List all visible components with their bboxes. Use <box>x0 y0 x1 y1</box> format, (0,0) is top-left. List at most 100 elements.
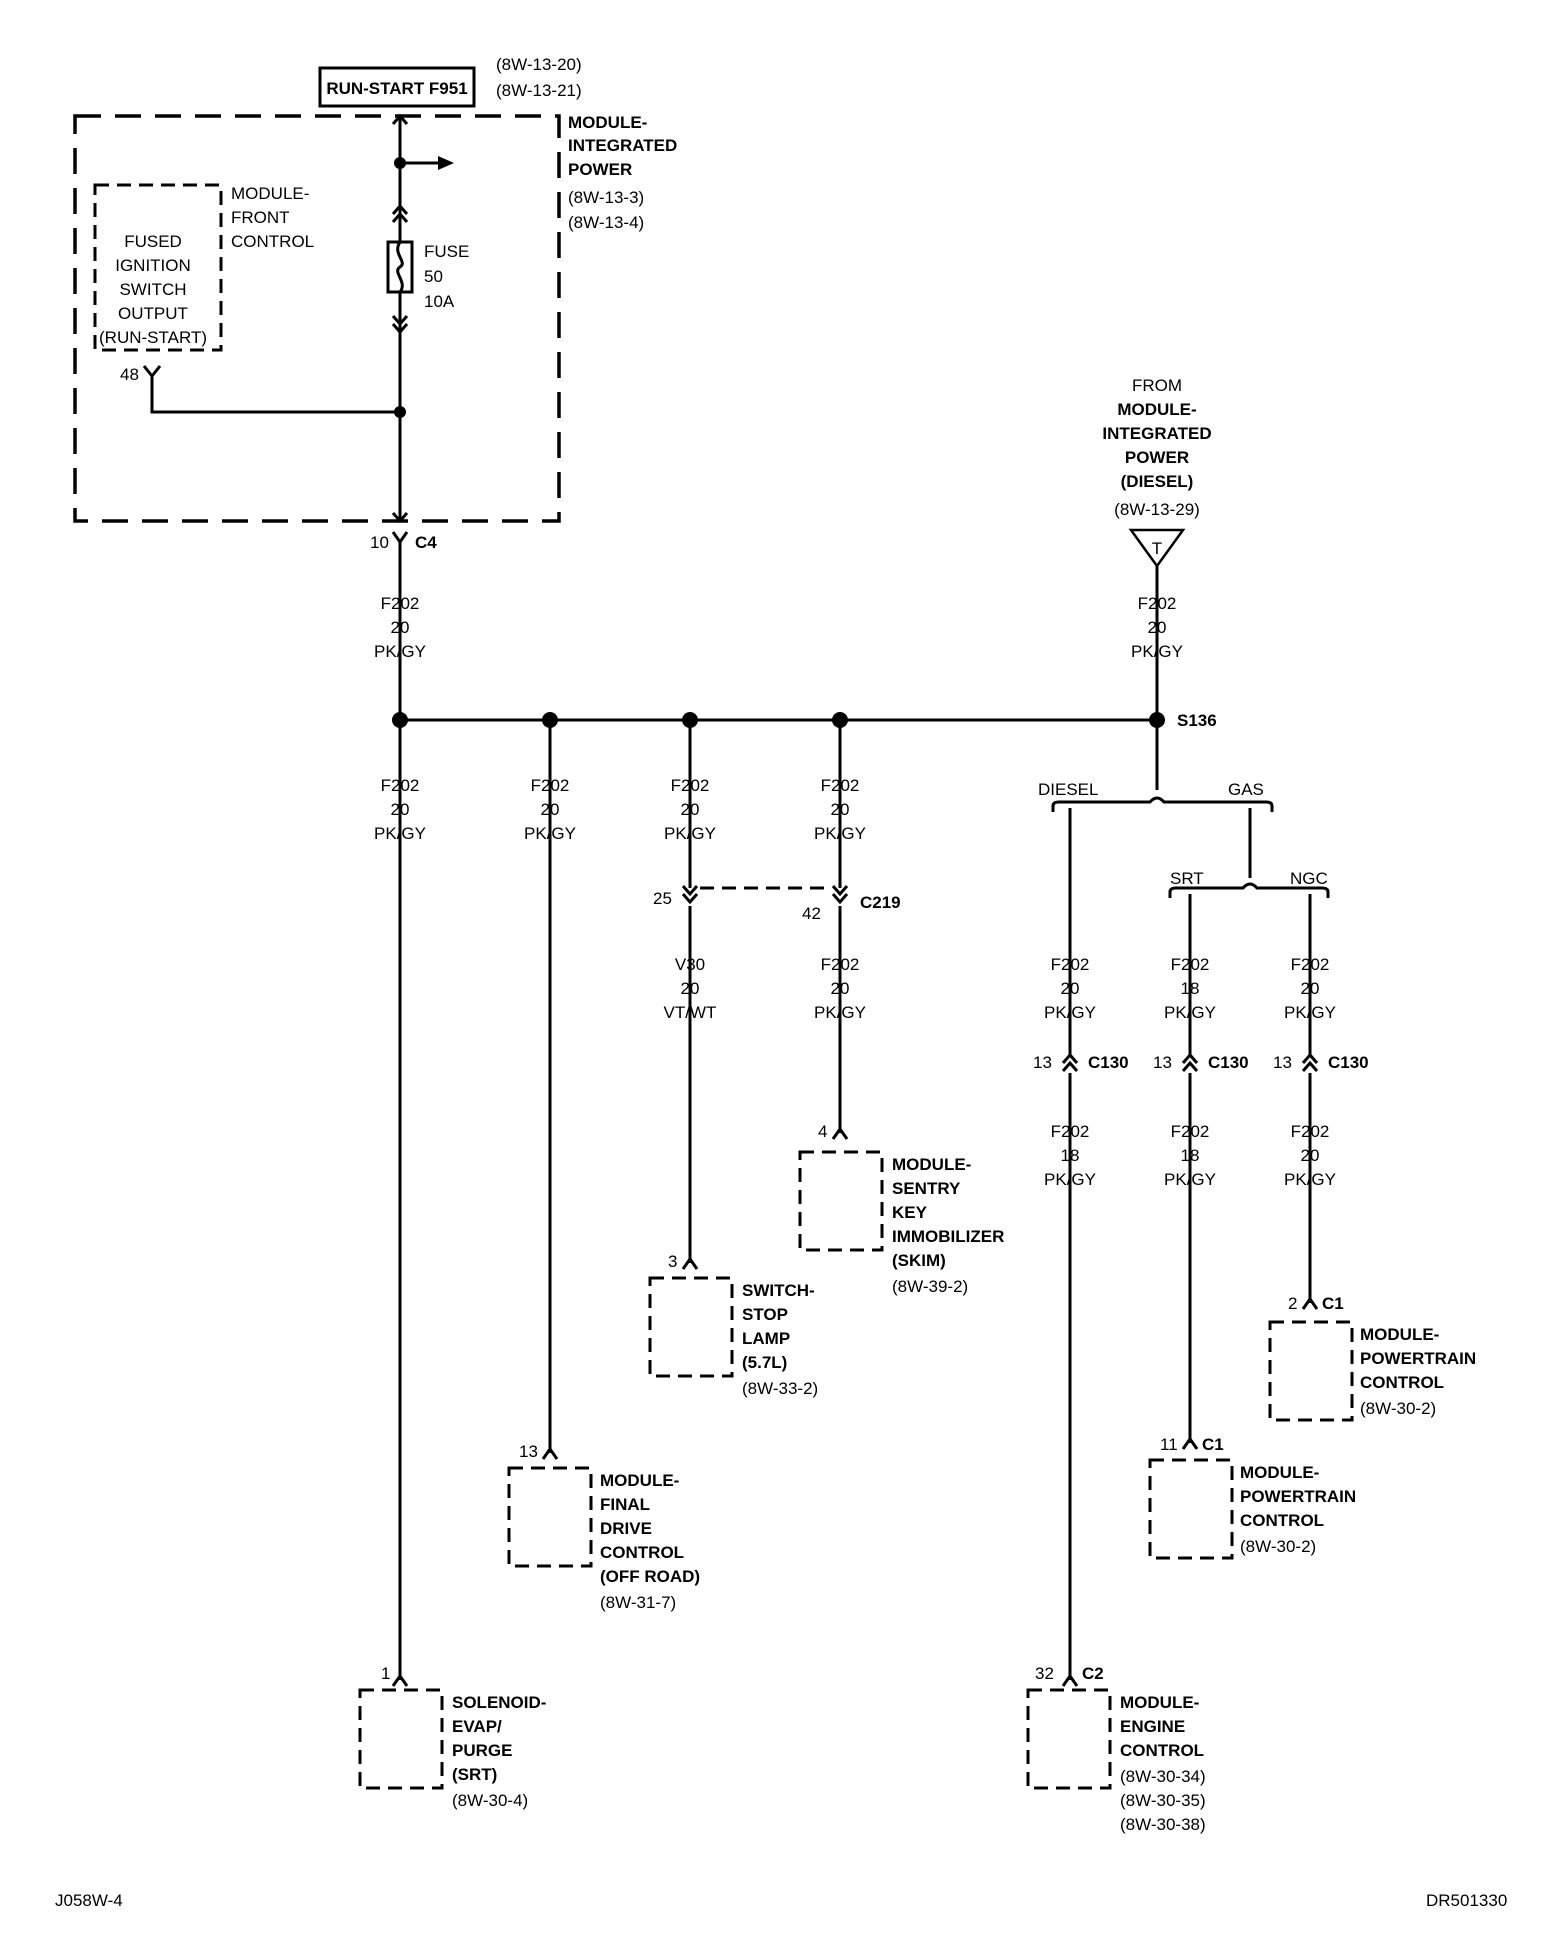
col2-name-4: CONTROL <box>600 1543 684 1562</box>
col5-wire-top-2: 20 <box>1061 979 1080 998</box>
col3-ref: (8W-33-2) <box>742 1379 818 1398</box>
col6-pin-conn: C1 <box>1202 1435 1224 1454</box>
col5-component-box <box>1026 1688 1112 1790</box>
col7-conn-pin: 13 <box>1273 1053 1292 1072</box>
module-integrated-power-box <box>73 114 561 523</box>
col4-name-1: MODULE- <box>892 1155 971 1174</box>
col3-name-1: SWITCH- <box>742 1281 815 1300</box>
col4-pin-icon <box>831 1126 849 1140</box>
col2-name-3: DRIVE <box>600 1519 652 1538</box>
col6-connector-icon <box>1181 1052 1199 1072</box>
col3-component-box <box>648 1276 734 1378</box>
col3-wire-top-1: F202 <box>671 776 710 795</box>
col1-wire-1: F202 <box>381 776 420 795</box>
col7-pin-conn: C1 <box>1322 1294 1344 1313</box>
col7-name-1: MODULE- <box>1360 1325 1439 1344</box>
col7-wire-top-3: PK/GY <box>1284 1003 1336 1022</box>
col3-name-2: STOP <box>742 1305 788 1324</box>
top-arrow <box>391 113 409 125</box>
fused-line-5: (RUN-START) <box>99 328 207 347</box>
mip-ref-2: (8W-13-4) <box>568 213 644 232</box>
col1-name-1: SOLENOID- <box>452 1693 546 1712</box>
col3-wire-bot-2: 20 <box>681 979 700 998</box>
col7-name-3: CONTROL <box>1360 1373 1444 1392</box>
c4-name: C4 <box>415 533 437 552</box>
fuse-element-icon <box>396 241 404 293</box>
srt-label: SRT <box>1170 869 1204 888</box>
mip-line-1: MODULE- <box>568 113 647 132</box>
col5-conn-name: C130 <box>1088 1053 1129 1072</box>
fuse-top-connector-icon <box>391 203 409 223</box>
col5-ref-2: (8W-30-35) <box>1120 1791 1206 1810</box>
fuse-line-3: 10A <box>424 292 455 311</box>
branch-arrow-icon <box>438 156 454 170</box>
col4-name-3: KEY <box>892 1203 928 1222</box>
col7-ref: (8W-30-2) <box>1360 1399 1436 1418</box>
col6-wire-top-3: PK/GY <box>1164 1003 1216 1022</box>
col2-name-1: MODULE- <box>600 1471 679 1490</box>
mip-out-arrow <box>391 512 409 524</box>
col2-pin-icon <box>541 1446 559 1460</box>
col5-pin-icon <box>1061 1673 1079 1687</box>
col1-name-4: (SRT) <box>452 1765 497 1784</box>
col7-pin-icon <box>1301 1296 1319 1310</box>
col3-pin: 3 <box>668 1252 677 1271</box>
col1-ref: (8W-30-4) <box>452 1791 528 1810</box>
mfc-line-2: FRONT <box>231 208 290 227</box>
col3-wire-bot-3: VT/WT <box>664 1003 717 1022</box>
main-wire-2: 20 <box>391 618 410 637</box>
col4-component-box <box>798 1150 884 1252</box>
col2-wire-2: 20 <box>541 800 560 819</box>
col5-wire-top-1: F202 <box>1051 955 1090 974</box>
col4-conn-pin: 42 <box>802 904 821 923</box>
col1-name-3: PURGE <box>452 1741 512 1760</box>
from-line-3: INTEGRATED <box>1102 424 1211 443</box>
footer-left: J058W-4 <box>55 1891 123 1910</box>
col4-name-4: IMMOBILIZER <box>892 1227 1004 1246</box>
col3-name-4: (5.7L) <box>742 1353 787 1372</box>
mfc-line-1: MODULE- <box>231 184 309 203</box>
fused-line-3: SWITCH <box>119 280 186 299</box>
diesel-gas-bracket <box>1051 796 1274 812</box>
c219-name: C219 <box>860 893 901 912</box>
col4-pin: 4 <box>818 1122 827 1141</box>
col6-conn-name: C130 <box>1208 1053 1249 1072</box>
col4-wire-top-3: PK/GY <box>814 824 866 843</box>
col4-name-5: (SKIM) <box>892 1251 946 1270</box>
col4-wire-bot-1: F202 <box>821 955 860 974</box>
col5-wire-bot-1: F202 <box>1051 1122 1090 1141</box>
col2-ref: (8W-31-7) <box>600 1593 676 1612</box>
from-wire-3: PK/GY <box>1131 642 1183 661</box>
col7-wire-bot-3: PK/GY <box>1284 1170 1336 1189</box>
col4-wire-top-1: F202 <box>821 776 860 795</box>
col3-pin-icon <box>681 1256 699 1270</box>
col2-name-5: (OFF ROAD) <box>600 1567 700 1586</box>
from-line-1: FROM <box>1132 376 1182 395</box>
col7-conn-name: C130 <box>1328 1053 1369 1072</box>
col5-ref-3: (8W-30-38) <box>1120 1815 1206 1834</box>
run-start-f951-box <box>318 66 476 108</box>
col6-wire-bot-2: 18 <box>1181 1146 1200 1165</box>
ngc-label: NGC <box>1290 869 1328 888</box>
from-tag-triangle-icon <box>1128 528 1186 569</box>
col4-connector-icon <box>831 885 849 905</box>
col6-name-3: CONTROL <box>1240 1511 1324 1530</box>
fuse-bottom-connector-icon <box>391 315 409 335</box>
col6-wire-top-2: 18 <box>1181 979 1200 998</box>
col4-name-2: SENTRY <box>892 1179 961 1198</box>
from-ref: (8W-13-29) <box>1114 500 1200 519</box>
c4-connector-icon <box>391 531 409 720</box>
from-wire-2: 20 <box>1148 618 1167 637</box>
col5-pin: 32 <box>1035 1664 1054 1683</box>
col6-pin: 11 <box>1160 1435 1178 1454</box>
col1-pin: 1 <box>381 1664 390 1683</box>
col2-component-box <box>507 1466 593 1568</box>
mip-line-2: INTEGRATED <box>568 136 677 155</box>
from-line-5: (DIESEL) <box>1121 472 1194 491</box>
col5-ref-1: (8W-30-34) <box>1120 1767 1206 1786</box>
c4-pin: 10 <box>370 533 389 552</box>
splice-name: S136 <box>1177 711 1217 730</box>
col5-pin-conn: C2 <box>1082 1664 1104 1683</box>
main-wire-3: PK/GY <box>374 642 426 661</box>
